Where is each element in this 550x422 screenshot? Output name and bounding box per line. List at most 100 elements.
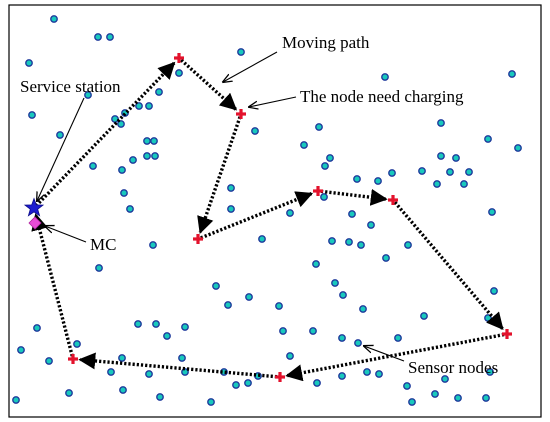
sensor-node bbox=[374, 177, 382, 185]
sensor-node bbox=[163, 332, 171, 340]
sensor-node bbox=[258, 235, 266, 243]
sensor-node bbox=[84, 91, 92, 99]
sensor-node bbox=[354, 339, 362, 347]
sensor-node bbox=[135, 102, 143, 110]
sensor-node bbox=[126, 205, 134, 213]
sensor-node bbox=[321, 162, 329, 170]
markers-layer bbox=[23, 53, 512, 382]
sensor-node bbox=[150, 137, 158, 145]
sensor-node bbox=[152, 320, 160, 328]
sensor-node bbox=[143, 137, 151, 145]
sensor-node bbox=[345, 238, 353, 246]
sensor-node bbox=[338, 372, 346, 380]
sensor-node bbox=[245, 293, 253, 301]
sensor-node bbox=[33, 324, 41, 332]
sensor-node bbox=[111, 115, 119, 123]
sensor-node bbox=[348, 210, 356, 218]
moving-path-segment bbox=[285, 332, 505, 382]
sensor-nodes-pointer bbox=[364, 346, 405, 362]
sensor-node bbox=[45, 357, 53, 365]
sensor-node bbox=[441, 375, 449, 383]
sensor-node bbox=[339, 291, 347, 299]
sensor-node bbox=[145, 370, 153, 378]
sensor-node bbox=[309, 327, 317, 335]
sensor-node bbox=[181, 323, 189, 331]
sensor-node bbox=[490, 287, 498, 295]
sensor-node bbox=[508, 70, 516, 78]
sensor-node bbox=[286, 352, 294, 360]
sensor-node bbox=[251, 127, 259, 135]
sensor-node bbox=[382, 254, 390, 262]
service-station-star-icon bbox=[23, 197, 45, 217]
diagram-frame bbox=[8, 4, 542, 418]
sensor-node bbox=[178, 354, 186, 362]
sensor-node bbox=[227, 184, 235, 192]
sensor-node bbox=[367, 221, 375, 229]
charging-node-marker bbox=[275, 372, 285, 382]
sensor-node bbox=[452, 154, 460, 162]
sensor-node bbox=[181, 368, 189, 376]
annotation-arrows bbox=[37, 51, 405, 362]
sensor-node bbox=[359, 305, 367, 313]
moving-path-label: Moving path bbox=[282, 33, 370, 52]
sensor-node bbox=[418, 167, 426, 175]
sensor-node bbox=[320, 193, 328, 201]
mc-diamond-icon bbox=[28, 216, 42, 230]
sensor-node bbox=[155, 88, 163, 96]
sensor-node bbox=[431, 390, 439, 398]
sensor-node bbox=[275, 302, 283, 310]
sensor-node bbox=[28, 111, 36, 119]
sensor-node bbox=[446, 168, 454, 176]
sensor-node bbox=[232, 381, 240, 389]
sensor-node bbox=[56, 131, 64, 139]
service-station-label: Service station bbox=[20, 77, 121, 96]
sensor-node bbox=[404, 241, 412, 249]
sensor-node bbox=[95, 264, 103, 272]
sensor-node bbox=[129, 156, 137, 164]
sensor-node bbox=[120, 189, 128, 197]
sensor-node bbox=[118, 354, 126, 362]
sensor-node bbox=[363, 368, 371, 376]
sensor-node bbox=[465, 168, 473, 176]
sensor-node bbox=[375, 370, 383, 378]
sensor-node bbox=[315, 123, 323, 131]
sensor-node bbox=[17, 346, 25, 354]
sensor-node bbox=[312, 260, 320, 268]
sensor-node bbox=[156, 393, 164, 401]
charging-node-marker bbox=[174, 53, 184, 63]
moving-path-segment bbox=[200, 191, 314, 240]
sensor-node bbox=[326, 154, 334, 162]
sensor-node bbox=[119, 386, 127, 394]
sensor-node bbox=[94, 33, 102, 41]
sensor-node bbox=[437, 152, 445, 160]
charging-node-marker bbox=[388, 195, 398, 205]
sensor-node bbox=[279, 327, 287, 335]
charging-node-marker bbox=[68, 354, 78, 364]
moving-path-segment bbox=[31, 213, 74, 357]
sensor-node bbox=[12, 396, 20, 404]
sensor-node bbox=[338, 334, 346, 342]
sensor-node bbox=[328, 237, 336, 245]
charging-node-marker bbox=[313, 186, 323, 196]
service-station-pointer bbox=[37, 97, 85, 201]
sensor-node bbox=[420, 312, 428, 320]
sensor-node bbox=[488, 208, 496, 216]
sensor-node bbox=[118, 166, 126, 174]
sensor-node bbox=[207, 398, 215, 406]
sensor-node bbox=[25, 59, 33, 67]
sensor-node bbox=[357, 241, 365, 249]
charging-node-marker bbox=[193, 234, 203, 244]
sensor-node bbox=[460, 180, 468, 188]
moving-path-segment bbox=[320, 188, 388, 206]
sensor-node bbox=[437, 119, 445, 127]
sensor-node bbox=[403, 382, 411, 390]
sensor-node bbox=[145, 102, 153, 110]
moving-path-layer bbox=[31, 58, 505, 382]
sensor-node bbox=[454, 394, 462, 402]
mc-pointer bbox=[45, 226, 87, 243]
sensor-nodes-label: Sensor nodes bbox=[408, 358, 498, 377]
sensor-node bbox=[212, 282, 220, 290]
sensor-node bbox=[244, 379, 252, 387]
moving-path-pointer bbox=[223, 51, 278, 82]
